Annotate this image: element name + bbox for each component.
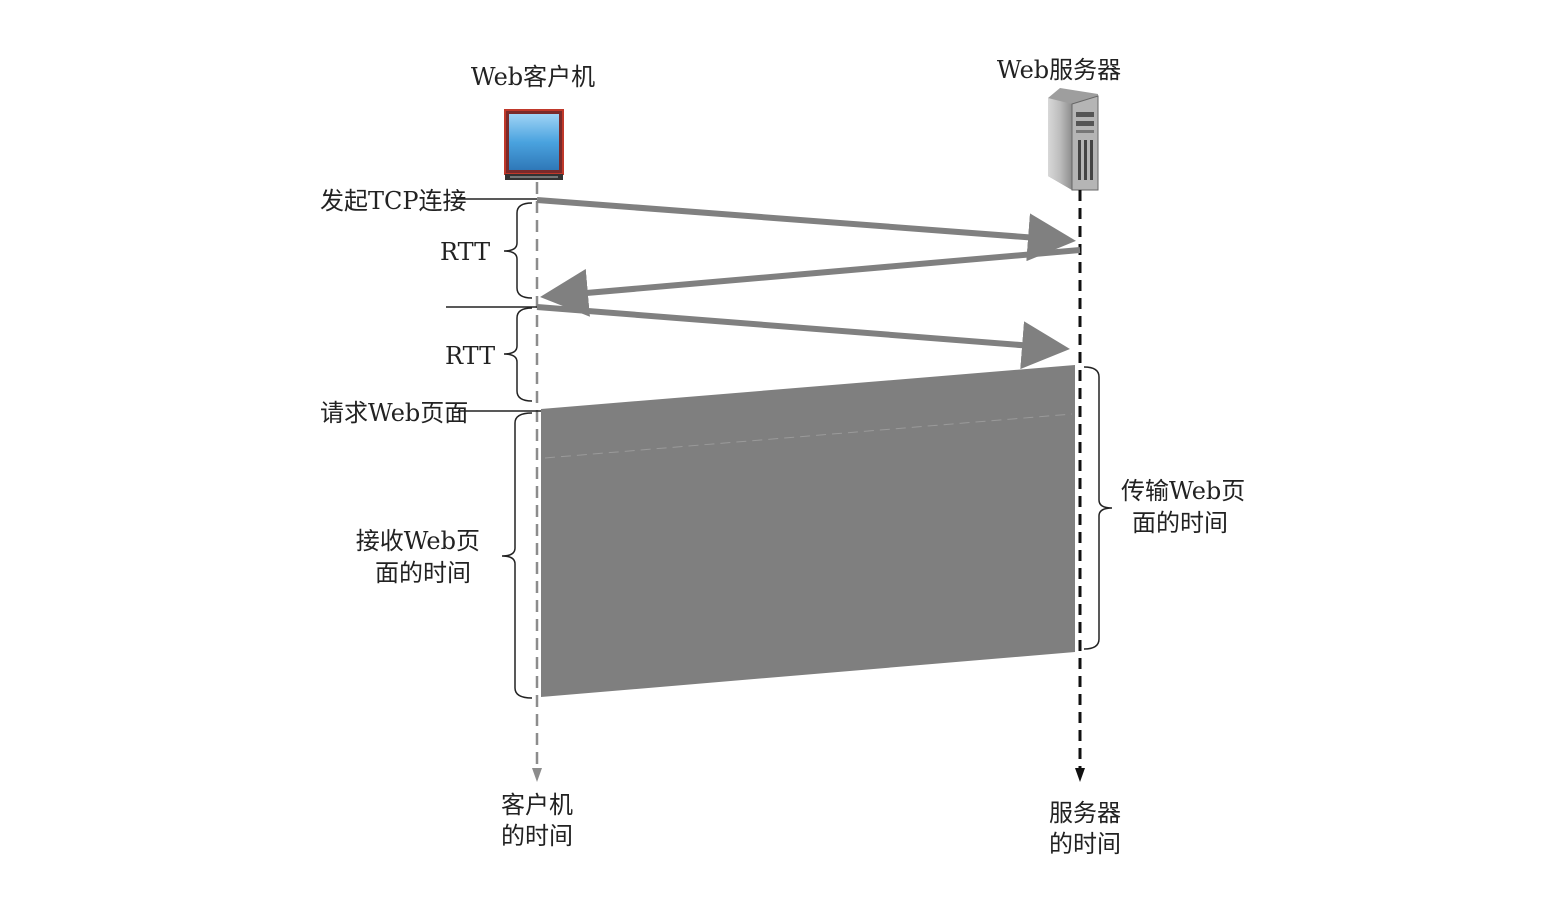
receive-time-brace — [501, 412, 533, 699]
client-title: Web客户机 — [470, 63, 596, 91]
synack-arrow — [540, 247, 1081, 317]
request-page-label: 请求Web页面 — [320, 399, 469, 427]
client-time-label-line2: 的时间 — [501, 822, 573, 850]
page-transfer-faint-line — [544, 413, 1073, 459]
server-time-label-line1: 服务器 — [1049, 799, 1121, 827]
rtt-1-brace — [503, 202, 533, 299]
rtt-1-label: RTT — [440, 238, 491, 266]
receive-time-label-line2: 面的时间 — [375, 559, 471, 587]
transmit-time-label-line2: 面的时间 — [1132, 509, 1228, 537]
syn-arrow — [536, 197, 1076, 262]
transmit-time-brace — [1083, 366, 1113, 650]
transmit-time-label-line1: 传输Web页 — [1121, 477, 1246, 505]
server-timeline-arrowhead — [1075, 768, 1085, 782]
server-time-label-line2: 的时间 — [1049, 830, 1121, 858]
ack-request-arrow — [536, 304, 1070, 370]
client-time-label-line1: 客户机 — [501, 791, 573, 819]
server-tower-icon — [1048, 88, 1099, 191]
client-timeline-arrowhead — [532, 768, 542, 782]
server-title: Web服务器 — [996, 56, 1122, 84]
rtt-2-label: RTT — [445, 342, 496, 370]
page-transfer-band — [541, 365, 1075, 697]
laptop-icon — [504, 109, 564, 180]
receive-time-label-line1: 接收Web页 — [355, 527, 480, 555]
rtt-2-brace — [503, 307, 533, 402]
initiate-tcp-label: 发起TCP连接 — [320, 187, 467, 215]
